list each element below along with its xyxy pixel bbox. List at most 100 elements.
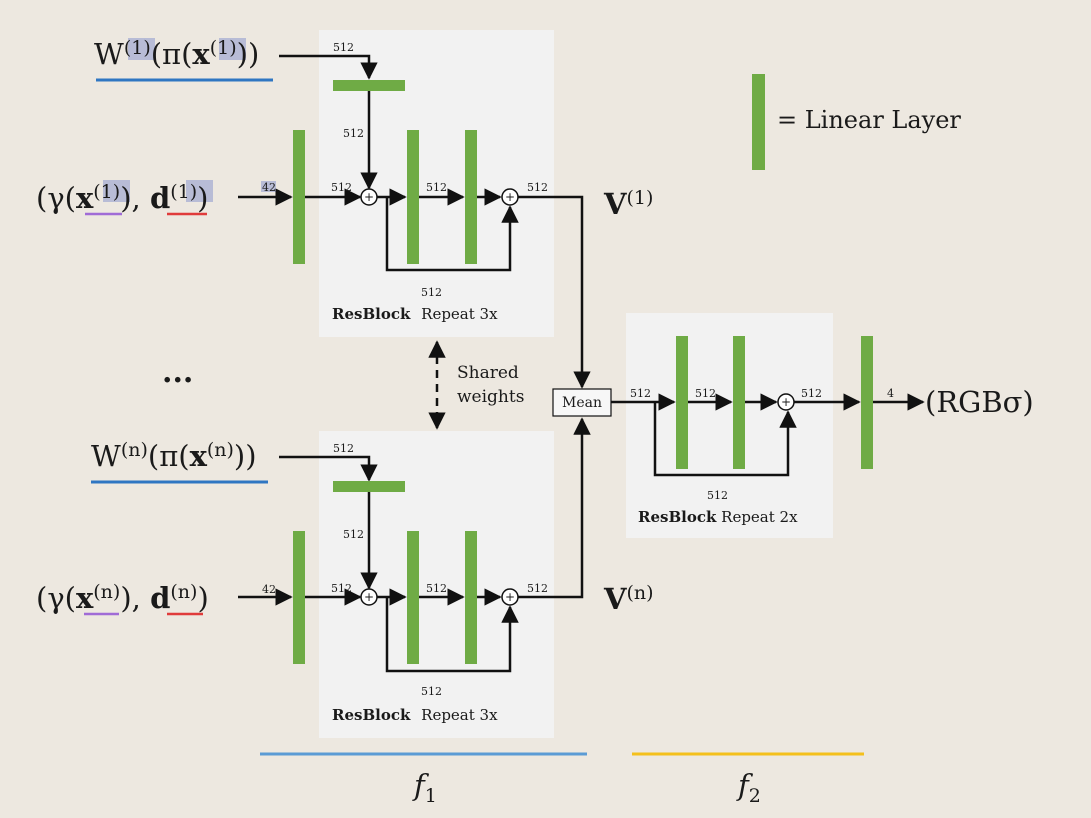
dim-bottom-out: 512 bbox=[527, 582, 548, 595]
g1-xsup: (1) bbox=[93, 181, 120, 203]
wn-W: W bbox=[91, 439, 121, 473]
bottom-output-to-mean bbox=[518, 417, 591, 599]
w1-arrow bbox=[279, 54, 378, 80]
f2-sub: 2 bbox=[749, 785, 761, 807]
w1-W: W bbox=[94, 37, 124, 71]
branch-ellipsis: ... bbox=[162, 355, 193, 390]
shared-weights-line2: weights bbox=[457, 387, 524, 407]
g1-mid: ), bbox=[120, 181, 141, 215]
v1-V: V bbox=[603, 187, 627, 221]
top-resblock-gap bbox=[410, 305, 415, 323]
bottom-resblock-repeat: Repeat 3x bbox=[421, 706, 498, 724]
dim-output: 4 bbox=[887, 387, 894, 400]
w1-pi: (π( bbox=[151, 37, 193, 71]
dim-top-a: 512 bbox=[331, 181, 352, 194]
gn-space bbox=[141, 581, 150, 615]
g1-dsup-highlight bbox=[186, 180, 213, 202]
top-skip-connection bbox=[385, 197, 519, 272]
gn-open: (γ( bbox=[36, 581, 76, 615]
dim-bottom-a: 512 bbox=[331, 582, 352, 595]
wn-label: W(n)(π(x(n))) bbox=[91, 439, 257, 473]
top-res-linear-2 bbox=[465, 130, 477, 264]
f2-resblock-name: ResBlock bbox=[638, 508, 717, 526]
top-add-node-1-plus: + bbox=[364, 190, 374, 204]
gn-dsup: (n) bbox=[170, 581, 197, 603]
v1-label: V(1) bbox=[603, 187, 653, 221]
gn-label: (γ(x(n)), d(n)) bbox=[36, 581, 209, 615]
f2-resblock-repeat: Repeat 2x bbox=[721, 508, 798, 526]
vn-sup: (n) bbox=[627, 582, 654, 604]
g1-open: (γ( bbox=[36, 181, 76, 215]
top-resblock-label: ResBlock Repeat 3x bbox=[332, 305, 498, 323]
v1-sup: (1) bbox=[627, 187, 654, 209]
top-res-linear-1 bbox=[407, 130, 419, 264]
dim-f2-b: 512 bbox=[695, 387, 716, 400]
wn-arrow bbox=[279, 455, 378, 482]
wn-sup: (n) bbox=[121, 439, 148, 461]
top-resblock-repeat: Repeat 3x bbox=[421, 305, 498, 323]
wn-close: )) bbox=[234, 439, 257, 473]
w1-sup: (1) bbox=[124, 37, 151, 59]
vn-label: V(n) bbox=[603, 582, 654, 616]
dim-top-skip: 512 bbox=[421, 286, 442, 299]
dim-w1: 512 bbox=[333, 41, 354, 54]
w1-xsup-highlight bbox=[219, 38, 246, 60]
bottom-add-node-1-plus: + bbox=[364, 590, 374, 604]
g1-d: d bbox=[150, 181, 170, 215]
bottom-add-node-2-plus: + bbox=[505, 590, 515, 604]
gn-xsup: (n) bbox=[93, 581, 120, 603]
dim-42-highlight bbox=[261, 181, 276, 192]
top-output-to-mean bbox=[518, 195, 591, 389]
bottom-res-linear-2 bbox=[465, 531, 477, 664]
w1-linear-layer bbox=[333, 80, 405, 91]
bottom-resblock-label: ResBlock Repeat 3x bbox=[332, 706, 498, 724]
w1-label: W(1)(π(x(1))) bbox=[94, 37, 259, 71]
dim-gn: 42 bbox=[262, 583, 276, 596]
g1-space bbox=[141, 181, 150, 215]
gn-x: x bbox=[76, 581, 94, 615]
top-add-node-2-plus: + bbox=[505, 190, 515, 204]
dim-bottom-skip: 512 bbox=[421, 685, 442, 698]
dim-top-out: 512 bbox=[527, 181, 548, 194]
g1-xsup-highlight bbox=[103, 180, 130, 202]
f2-label: f2 bbox=[736, 768, 761, 807]
w1-x: x bbox=[192, 37, 210, 71]
top-input-linear-layer bbox=[293, 130, 305, 264]
dim-f2-skip: 512 bbox=[707, 489, 728, 502]
output-linear-layer bbox=[861, 336, 873, 469]
mean-label: Mean bbox=[562, 395, 602, 411]
rgb-sigma-label: (RGBσ) bbox=[925, 385, 1034, 419]
dim-top-b: 512 bbox=[426, 181, 447, 194]
dim-f2-out: 512 bbox=[801, 387, 822, 400]
w1-sup-highlight bbox=[128, 38, 155, 60]
dim-w1-down: 512 bbox=[343, 127, 364, 140]
bottom-skip-connection bbox=[385, 597, 519, 673]
dim-wn-down: 512 bbox=[343, 528, 364, 541]
f1-label: f1 bbox=[412, 768, 437, 807]
wn-x: x bbox=[190, 439, 208, 473]
f2-block-panel bbox=[626, 313, 833, 538]
f2-add-node-plus: + bbox=[781, 395, 791, 409]
f2-resblock-label: ResBlock Repeat 2x bbox=[638, 508, 798, 526]
dim-g1: 42 bbox=[262, 181, 276, 194]
f2-res-linear-1 bbox=[676, 336, 688, 469]
legend-linear-layer-swatch bbox=[752, 74, 765, 170]
top-resblock-name: ResBlock bbox=[332, 305, 411, 323]
bottom-resblock-gap bbox=[410, 706, 415, 724]
bottom-res-linear-1 bbox=[407, 531, 419, 664]
g1-close: ) bbox=[197, 181, 208, 215]
dim-f2-a: 512 bbox=[630, 387, 651, 400]
w1-close: )) bbox=[237, 37, 260, 71]
wn-pi: (π( bbox=[148, 439, 190, 473]
g1-label: (γ(x(1)), d(1)) bbox=[36, 181, 208, 215]
bottom-resblock-name: ResBlock bbox=[332, 706, 411, 724]
g1-x: x bbox=[76, 181, 94, 215]
g1-dsup: (1) bbox=[170, 181, 197, 203]
f1-sub: 1 bbox=[425, 785, 437, 807]
dim-wn: 512 bbox=[333, 442, 354, 455]
shared-weights-line1: Shared bbox=[457, 363, 519, 383]
legend-label: = Linear Layer bbox=[777, 106, 961, 134]
f2-res-linear-2 bbox=[733, 336, 745, 469]
